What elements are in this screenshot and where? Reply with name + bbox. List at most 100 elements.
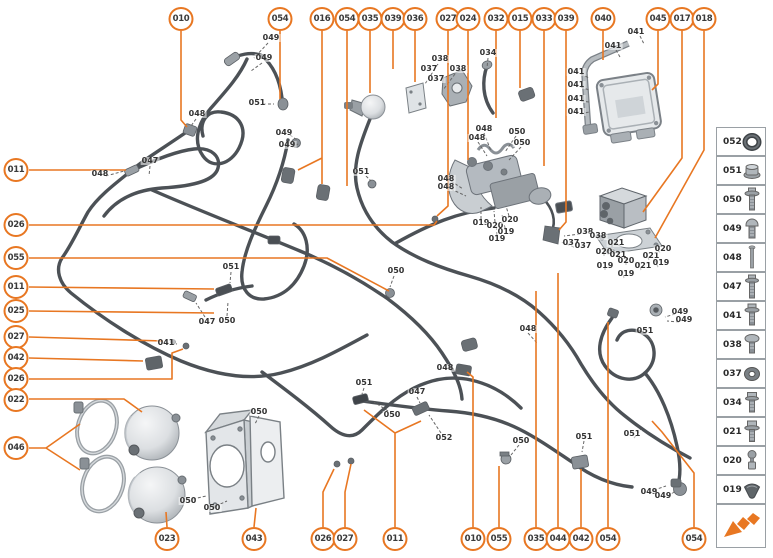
valve-manifold-block xyxy=(598,187,648,229)
callout-032[interactable]: 032 xyxy=(483,7,509,31)
part-label-049: 049 xyxy=(670,307,690,316)
part-label-049: 049 xyxy=(674,315,694,324)
callout-011[interactable]: 011 xyxy=(382,527,408,551)
washer-icon xyxy=(743,366,760,381)
callout-043[interactable]: 043 xyxy=(241,527,267,551)
callout-039[interactable]: 039 xyxy=(380,7,406,31)
legend-part-number: 020 xyxy=(723,455,742,466)
part-label-021: 021 xyxy=(633,261,653,270)
legend-item-052[interactable]: 052 xyxy=(716,127,766,156)
callout-036[interactable]: 036 xyxy=(402,7,428,31)
callout-010[interactable]: 010 xyxy=(460,527,486,551)
callout-018[interactable]: 018 xyxy=(691,7,717,31)
part-label-047: 047 xyxy=(140,156,160,165)
legend-item-048[interactable]: 048 xyxy=(716,243,766,272)
callout-054[interactable]: 054 xyxy=(334,7,360,31)
hex-washer-bolt-icon xyxy=(744,420,760,442)
callout-024[interactable]: 024 xyxy=(455,7,481,31)
part-label-050: 050 xyxy=(249,407,269,416)
legend-item-021[interactable]: 021 xyxy=(716,417,766,446)
callout-055[interactable]: 055 xyxy=(3,246,29,270)
part-label-047: 047 xyxy=(407,387,427,396)
part-label-048: 048 xyxy=(518,324,538,333)
legend-item-034[interactable]: 034 xyxy=(716,388,766,417)
part-label-020: 020 xyxy=(653,244,673,253)
callout-010[interactable]: 010 xyxy=(168,7,194,31)
part-label-020: 020 xyxy=(500,215,520,224)
part-label-048: 048 xyxy=(187,109,207,118)
part-label-050: 050 xyxy=(178,496,198,505)
retaining-clamp-ring-2 xyxy=(79,454,126,514)
callout-054[interactable]: 054 xyxy=(595,527,621,551)
callout-016[interactable]: 016 xyxy=(309,7,335,31)
legend-part-number: 048 xyxy=(723,252,742,263)
callout-044[interactable]: 044 xyxy=(545,527,571,551)
part-label-020: 020 xyxy=(485,221,505,230)
callout-023[interactable]: 023 xyxy=(154,527,180,551)
part-label-037: 037 xyxy=(419,64,439,73)
part-label-050: 050 xyxy=(512,138,532,147)
callout-039[interactable]: 039 xyxy=(553,7,579,31)
callout-040[interactable]: 040 xyxy=(590,7,616,31)
callout-022[interactable]: 022 xyxy=(3,388,29,412)
legend-part-number: 034 xyxy=(723,397,742,408)
callout-054[interactable]: 054 xyxy=(267,7,293,31)
legend-item-020[interactable]: 020 xyxy=(716,446,766,475)
callout-027[interactable]: 027 xyxy=(3,325,29,349)
legend-part-number: 047 xyxy=(723,281,742,292)
part-label-051: 051 xyxy=(354,378,374,387)
part-label-038: 038 xyxy=(575,227,595,236)
legend-item-050[interactable]: 050 xyxy=(716,185,766,214)
part-label-021: 021 xyxy=(608,250,628,259)
part-label-019: 019 xyxy=(616,269,636,278)
part-label-049: 049 xyxy=(639,487,659,496)
callout-042[interactable]: 042 xyxy=(568,527,594,551)
callout-045[interactable]: 045 xyxy=(645,7,671,31)
callout-026[interactable]: 026 xyxy=(3,367,29,391)
legend-part-number: 037 xyxy=(723,368,742,379)
legend-nav-button[interactable] xyxy=(716,504,766,548)
part-label-041: 041 xyxy=(156,338,176,347)
callout-035[interactable]: 035 xyxy=(357,7,383,31)
legend-part-number: 050 xyxy=(723,194,742,205)
callout-055[interactable]: 055 xyxy=(486,527,512,551)
legend-item-047[interactable]: 047 xyxy=(716,272,766,301)
callout-015[interactable]: 015 xyxy=(507,7,533,31)
legend-item-049[interactable]: 049 xyxy=(716,214,766,243)
part-label-049: 049 xyxy=(274,128,294,137)
callout-027[interactable]: 027 xyxy=(332,527,358,551)
part-label-050: 050 xyxy=(386,266,406,275)
prev-page-arrow-icon xyxy=(724,513,760,537)
legend-part-number: 051 xyxy=(723,165,742,176)
legend-item-041[interactable]: 041 xyxy=(716,301,766,330)
part-label-050: 050 xyxy=(507,127,527,136)
callout-046[interactable]: 046 xyxy=(3,436,29,460)
callout-054[interactable]: 054 xyxy=(681,527,707,551)
callout-026[interactable]: 026 xyxy=(3,213,29,237)
legend-part-number: 049 xyxy=(723,223,742,234)
callout-011[interactable]: 011 xyxy=(3,275,29,299)
part-label-019: 019 xyxy=(487,234,507,243)
part-label-041: 041 xyxy=(566,94,586,103)
callout-leader-lines xyxy=(28,31,705,528)
legend-item-037[interactable]: 037 xyxy=(716,359,766,388)
legend-item-051[interactable]: 051 xyxy=(716,156,766,185)
part-label-041: 041 xyxy=(566,80,586,89)
part-label-021: 021 xyxy=(606,238,626,247)
o-ring-icon xyxy=(742,132,762,151)
part-label-048: 048 xyxy=(436,182,456,191)
callout-011[interactable]: 011 xyxy=(3,158,29,182)
part-label-051: 051 xyxy=(574,432,594,441)
small-accumulator xyxy=(344,94,386,120)
part-label-050: 050 xyxy=(217,316,237,325)
callout-025[interactable]: 025 xyxy=(3,299,29,323)
hex-bolt-icon xyxy=(744,391,759,412)
part-label-050: 050 xyxy=(382,410,402,419)
part-label-041: 041 xyxy=(626,27,646,36)
legend-item-019[interactable]: 019 xyxy=(716,475,766,504)
legend-item-038[interactable]: 038 xyxy=(716,330,766,359)
part-label-049: 049 xyxy=(277,140,297,149)
part-label-037: 037 xyxy=(426,74,446,83)
part-label-020: 020 xyxy=(616,256,636,265)
part-label-049: 049 xyxy=(653,491,673,500)
